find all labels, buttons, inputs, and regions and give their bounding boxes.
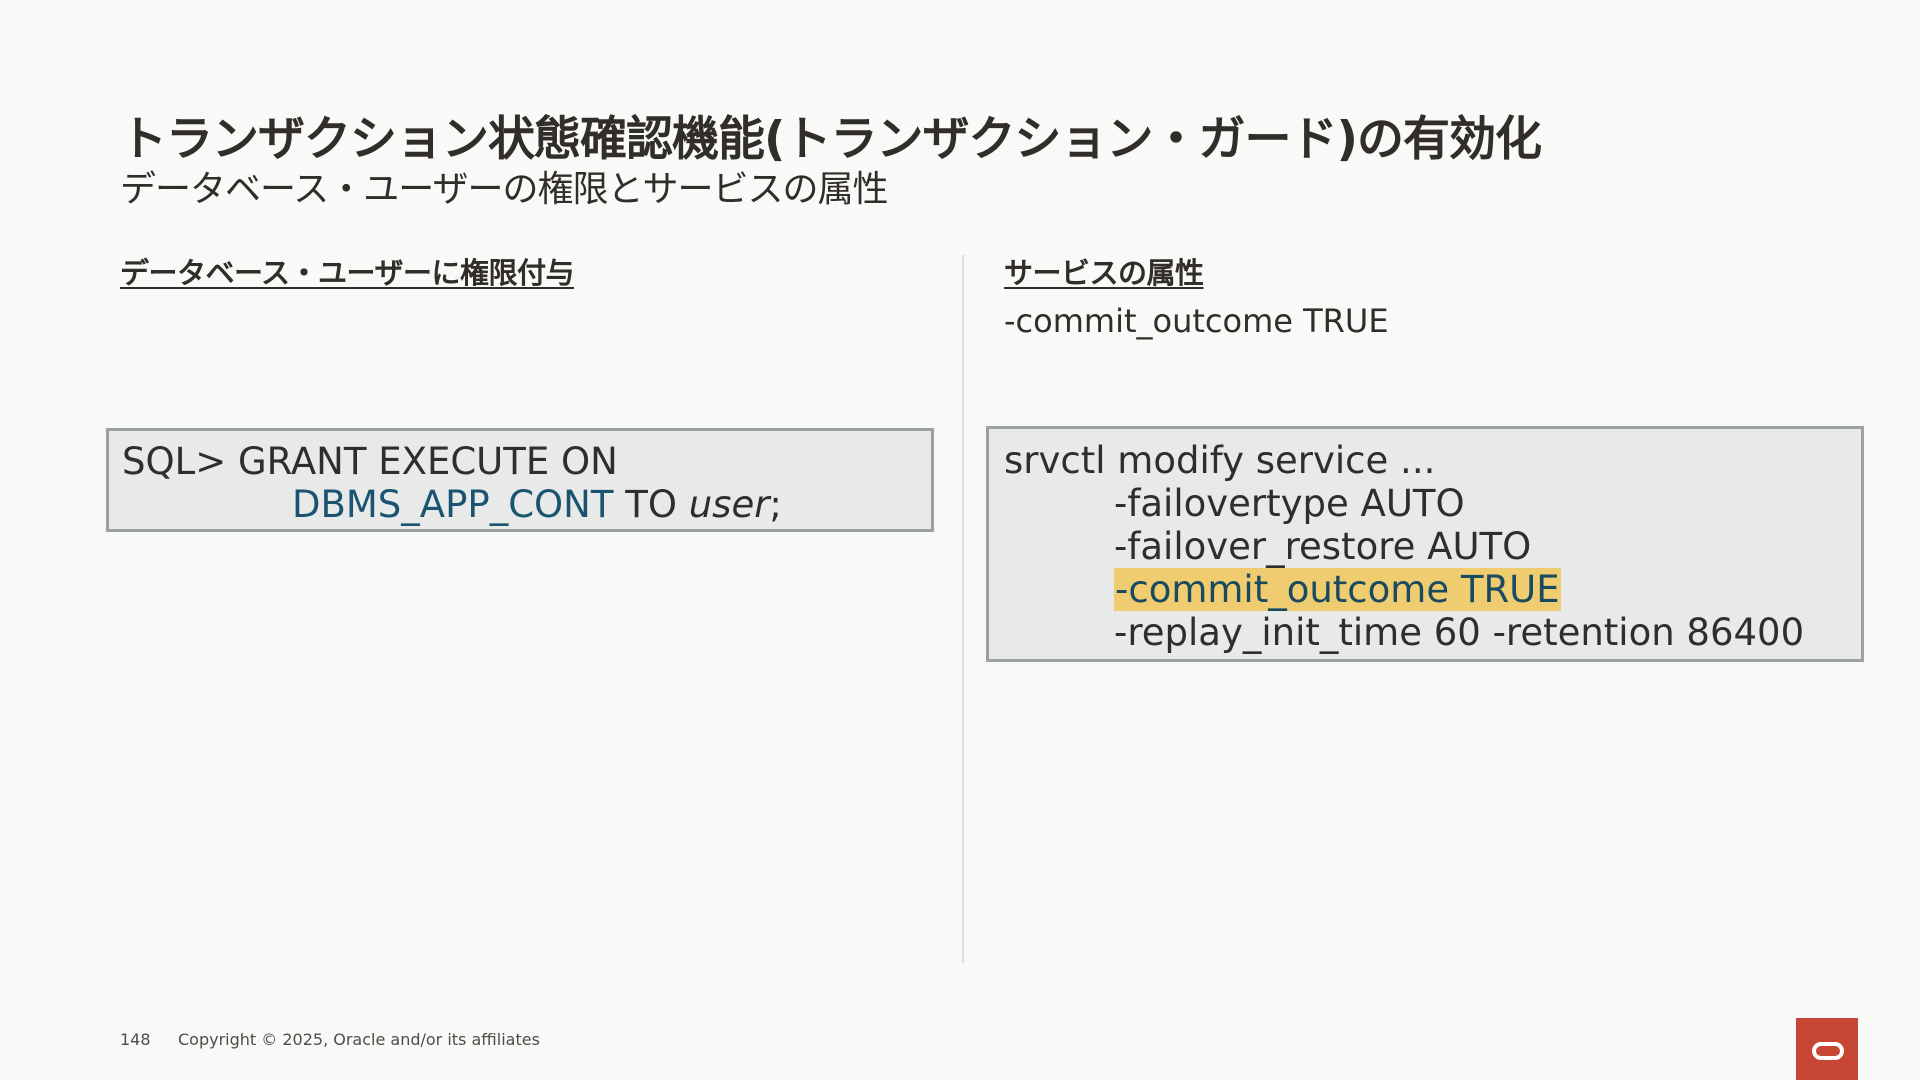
package-name: DBMS_APP_CONT [292,483,614,526]
srvctl-line-2: -failovertype AUTO [1114,482,1465,525]
oracle-logo-icon [1796,1018,1858,1080]
right-section-heading: サービスの属性 [1004,256,1204,290]
left-section-heading: データベース・ユーザーに権限付与 [120,256,574,290]
oracle-logo-ring [1812,1042,1844,1060]
column-divider [962,255,964,963]
user-placeholder: user [688,483,770,526]
copyright-text: Copyright © 2025, Oracle and/or its affi… [178,1030,540,1049]
statement-terminator: ; [769,483,782,526]
commit-outcome-highlight: -commit_outcome TRUE [1114,568,1561,611]
slide-title: トランザクション状態確認機能(トランザクション・ガード)の有効化 [120,112,1542,167]
srvctl-line-3: -failover_restore AUTO [1114,525,1532,568]
page-number: 148 [120,1030,151,1049]
to-keyword: TO [613,483,689,526]
grant-code-line-1: SQL> GRANT EXECUTE ON [122,440,618,483]
grant-code-line-2: DBMS_APP_CONT TO user; [122,483,931,526]
srvctl-code-box: srvctl modify service ... -failovertype … [986,426,1864,662]
service-attribute-text: -commit_outcome TRUE [1004,302,1389,340]
slide-subtitle: データベース・ユーザーの権限とサービスの属性 [120,169,888,210]
srvctl-line-1: srvctl modify service ... [1004,439,1436,482]
footer: 148 Copyright © 2025, Oracle and/or its a… [120,1030,540,1049]
grant-code-box: SQL> GRANT EXECUTE ON DBMS_APP_CONT TO u… [106,428,934,532]
srvctl-line-5: -replay_init_time 60 -retention 86400 [1114,611,1805,654]
srvctl-line-4: -commit_outcome TRUE [1004,568,1861,611]
